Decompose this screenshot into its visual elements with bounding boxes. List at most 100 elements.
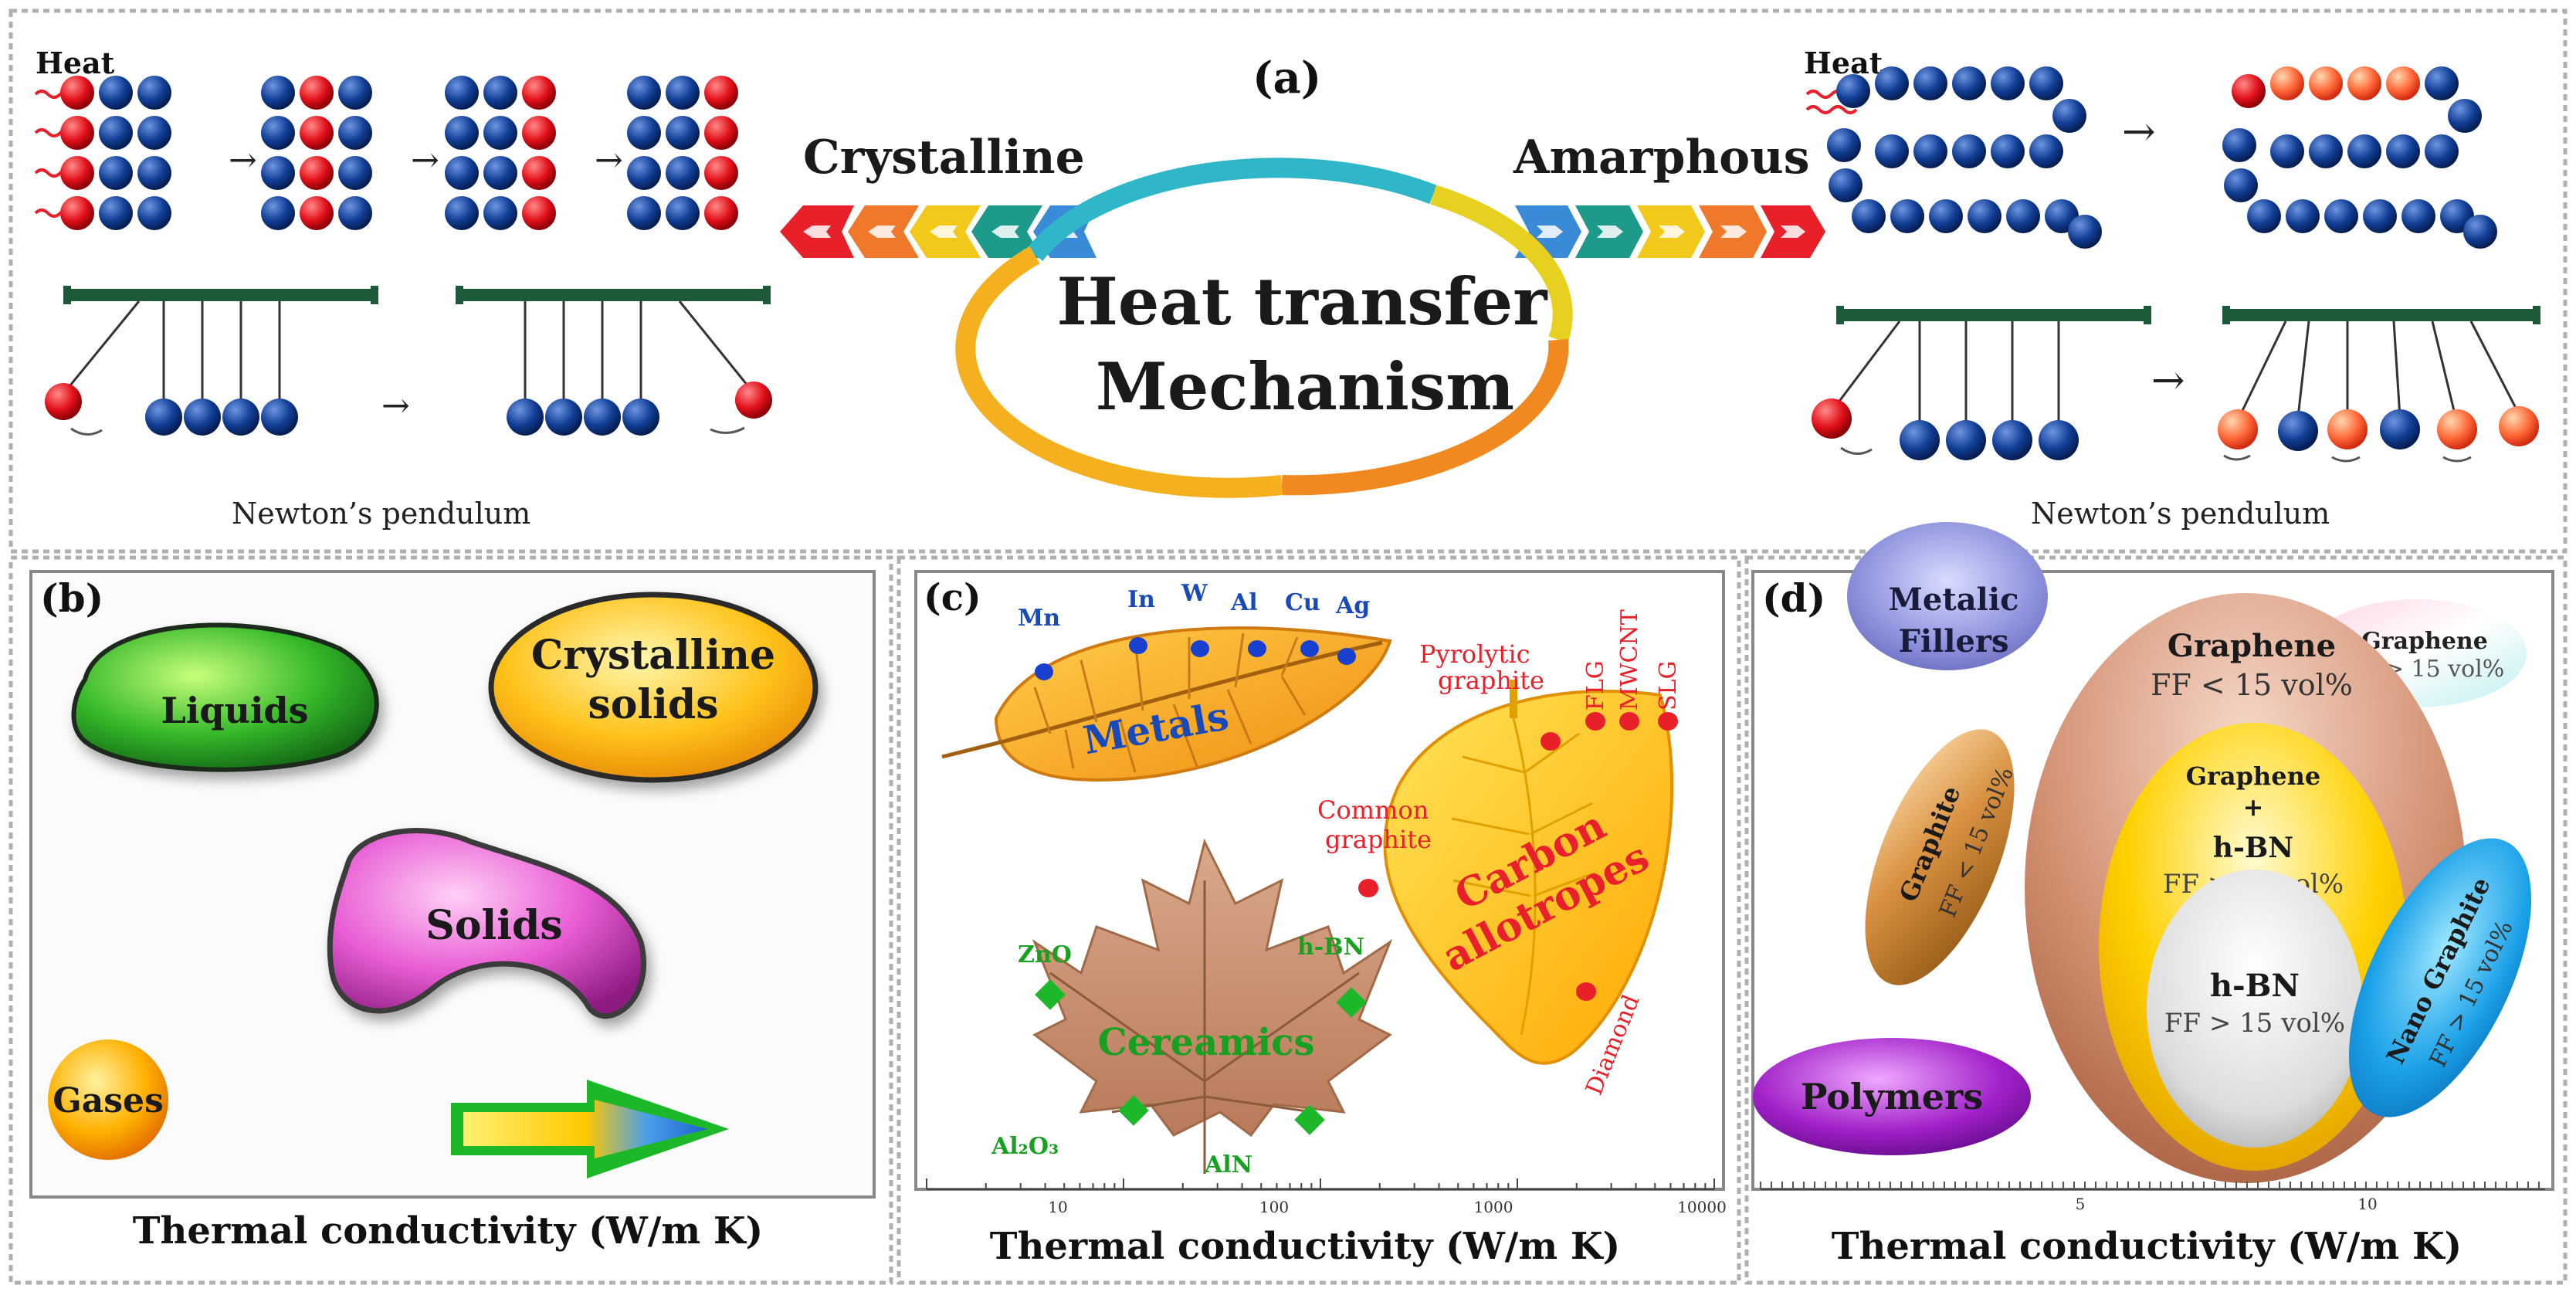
chain-atom (1913, 134, 1947, 168)
atom (338, 76, 372, 110)
atom (445, 116, 479, 150)
atom (99, 116, 133, 150)
atom-grid-4 (627, 76, 738, 230)
chain-atom (1952, 134, 1986, 168)
svg-text:→: → (411, 141, 439, 180)
chain-atom (1836, 74, 1870, 108)
atom (137, 116, 171, 150)
chain-atom (2425, 66, 2459, 100)
chain-atom (2222, 128, 2256, 162)
atom (445, 76, 479, 110)
aln-label: AlN (1204, 1151, 1252, 1178)
chain-atom (2347, 66, 2381, 100)
chain-atom (2401, 199, 2435, 233)
crystalline-arrow-band (780, 205, 1096, 258)
metal-label-w: W (1181, 580, 1208, 607)
c-tick-10: 10 (1048, 1198, 1067, 1216)
ceramic-points (1035, 979, 1367, 1135)
atom (99, 156, 133, 190)
atom (261, 156, 295, 190)
crystalline-label: Crystalline (803, 131, 1085, 185)
panel-d-label: (d) (1762, 575, 1825, 621)
pendulum-arrow-right: → (2151, 358, 2185, 404)
atom (445, 196, 479, 230)
atom (627, 116, 661, 150)
chain-atom (1952, 66, 1986, 100)
atom (666, 156, 700, 190)
chain-atom (1875, 134, 1909, 168)
center-title-line1: Heat transfer (1057, 263, 1549, 340)
panel-d-xlabel: Thermal conductivity (W/m K) (1832, 1225, 2462, 1268)
metal-label-al: Al (1230, 589, 1258, 616)
atom-grid-3 (445, 76, 556, 230)
atom (261, 116, 295, 150)
common-graphite-label-1: Common (1317, 795, 1429, 825)
grid-arrows: → → → (229, 141, 623, 180)
chain-atom (1991, 66, 2025, 100)
graphene-small-label: Graphene (2361, 628, 2488, 655)
newtons-pendulum-left-2 (456, 286, 772, 436)
pendulum-caption-left: Newton’s pendulum (232, 497, 530, 531)
chain-atom (2386, 66, 2420, 100)
chain-atom (2309, 66, 2343, 100)
metal-label-in: In (1127, 586, 1155, 613)
panel-d-tick-labels: 5 10 (2076, 1195, 2378, 1213)
metalic-fillers-ellipse (1847, 522, 2048, 670)
atom (522, 196, 556, 230)
pendulum-caption-right: Newton’s pendulum (2031, 497, 2330, 531)
atom (261, 196, 295, 230)
atom (60, 116, 94, 150)
newtons-pendulum-left-1 (45, 286, 378, 436)
graphite-ellipse (1865, 729, 2015, 985)
graphene-hbn-plus: + (2243, 792, 2264, 822)
atom (300, 116, 334, 150)
chain-atom (2068, 215, 2102, 249)
hbn-ff: FF > 15 vol% (2164, 1008, 2345, 1039)
panel-b-xlabel: Thermal conductivity (W/m K) (133, 1209, 764, 1253)
carbon-label-mwcnt: MWCNT (1616, 609, 1643, 710)
metal-label-mn: Mn (1018, 605, 1060, 632)
metalic-fillers-label-2: Fillers (1898, 623, 2008, 660)
panel-c-frame (897, 555, 1741, 1285)
atom (522, 76, 556, 110)
chain-atom (2463, 215, 2497, 249)
atom (704, 116, 738, 150)
metal-label-ag: Ag (1335, 592, 1370, 619)
al2o3-label: Al₂O₃ (991, 1133, 1059, 1160)
chain-atom (2270, 134, 2304, 168)
panel-d-axis (1760, 1182, 2545, 1190)
crystalline-solids-blob (488, 592, 819, 783)
newtons-pendulum-right-2 (2218, 306, 2540, 463)
atom (522, 116, 556, 150)
atom (300, 76, 334, 110)
atom-grid-1 (60, 76, 171, 230)
carbon-allotropes-leaf (1383, 680, 1674, 1065)
atom (627, 196, 661, 230)
atom (666, 116, 700, 150)
atom (261, 76, 295, 110)
c-tick-10000: 10000 (1677, 1198, 1727, 1216)
graphene-hbn-label-2: h-BN (2213, 832, 2293, 864)
carbon-label-slg: SLG (1655, 661, 1682, 710)
atom (60, 76, 94, 110)
metal-element-labels: Mn In W Al Cu Ag (1018, 580, 1370, 632)
panel-c-tick-labels: 10 100 1000 10000 (1048, 1198, 1727, 1216)
atom (137, 156, 171, 190)
carbon-points (1358, 712, 1678, 1001)
polymers-ellipse (1753, 1038, 2031, 1155)
atom (137, 196, 171, 230)
chain-atom (2324, 199, 2358, 233)
chain-atom (1852, 199, 1886, 233)
atom (522, 156, 556, 190)
atom (483, 196, 517, 230)
center-title-line2: Mechanism (1096, 348, 1514, 425)
amorphous-chain-2 (2222, 66, 2497, 249)
c-tick-1000: 1000 (1474, 1198, 1513, 1216)
atom (300, 196, 334, 230)
graphene-large-label: Graphene (2168, 628, 2336, 664)
pendulum-arrow-left: → (381, 386, 410, 426)
hbn-label-c: h-BN (1297, 934, 1364, 961)
nano-graphite-ellipse (2348, 838, 2532, 1117)
atom (99, 76, 133, 110)
carbon-element-labels: FLG MWCNT SLG (1582, 609, 1682, 710)
